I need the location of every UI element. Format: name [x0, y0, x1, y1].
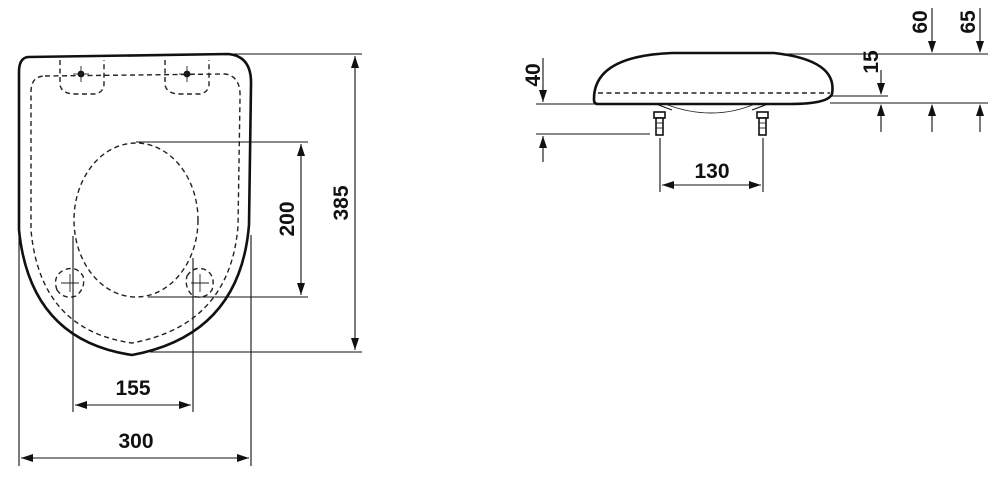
seat-opening	[73, 142, 199, 298]
dim-label-155: 155	[115, 377, 150, 400]
top-view: 300 155 200 385	[17, 52, 362, 466]
dim-label-40: 40	[522, 63, 545, 86]
hinge-bolt-right-icon	[751, 103, 769, 136]
seat-outline	[17, 52, 253, 357]
dim-label-60: 60	[909, 10, 932, 33]
dim-label-15: 15	[860, 50, 883, 74]
dim-label-65: 65	[957, 10, 980, 34]
side-view: 40 130 15 60 65	[522, 8, 988, 192]
hinge-plate-right	[164, 60, 210, 95]
dim-label-200: 200	[276, 201, 299, 236]
seat-underside-curve	[664, 103, 756, 114]
buffer-pad-right	[185, 267, 214, 298]
seat-inner-rim	[30, 73, 241, 344]
dim-label-130: 130	[694, 160, 729, 183]
hinge-plate-left	[59, 60, 105, 95]
hinge-bolt-left-icon	[653, 103, 673, 136]
dim-label-385: 385	[330, 185, 353, 220]
buffer-pad-left	[54, 267, 85, 298]
dim-label-300: 300	[118, 430, 153, 453]
seat-side-profile	[592, 51, 834, 106]
